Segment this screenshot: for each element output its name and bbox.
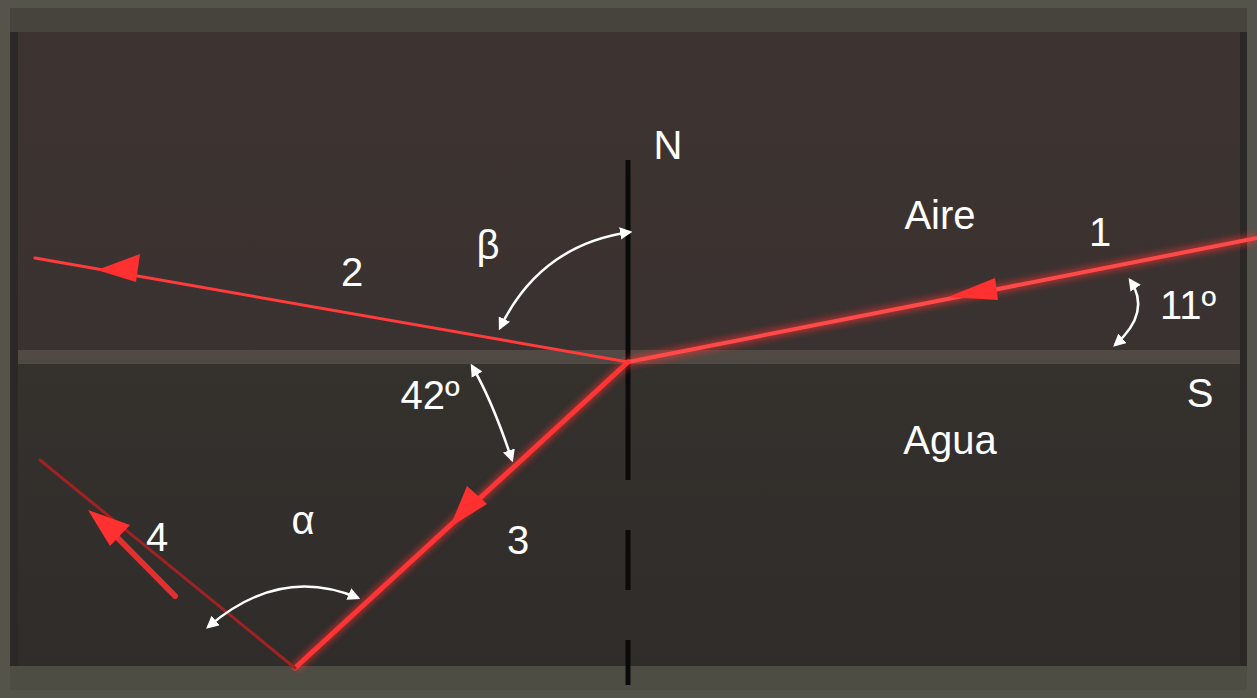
angle-arc bbox=[208, 587, 358, 627]
label: 42º bbox=[400, 375, 459, 415]
incident-ray bbox=[628, 238, 1257, 362]
label: α bbox=[291, 500, 314, 540]
arrowhead bbox=[97, 254, 140, 282]
label: S bbox=[1187, 373, 1214, 413]
label: Agua bbox=[903, 420, 996, 460]
laser-rays bbox=[35, 238, 1257, 668]
laser-glow bbox=[295, 238, 1257, 668]
angle-arc bbox=[1115, 280, 1138, 345]
tank-top bbox=[10, 8, 1247, 32]
reflected-ray-water bbox=[40, 460, 295, 668]
arrowhead bbox=[88, 510, 130, 546]
arrowhead bbox=[948, 278, 998, 300]
label: N bbox=[654, 125, 683, 165]
angle-arc bbox=[472, 366, 512, 460]
normal-line bbox=[626, 160, 631, 685]
arrowhead bbox=[450, 486, 487, 527]
label: 11º bbox=[1160, 285, 1216, 325]
tank-inner bbox=[10, 8, 1247, 690]
label: Aire bbox=[904, 195, 975, 235]
label: 3 bbox=[507, 520, 529, 560]
refracted-ray bbox=[295, 362, 628, 668]
label: 2 bbox=[341, 252, 363, 292]
label: β bbox=[476, 225, 499, 265]
label: 1 bbox=[1089, 212, 1111, 252]
label: 4 bbox=[146, 517, 168, 557]
angle-arcs bbox=[208, 232, 1138, 627]
angle-arc bbox=[500, 232, 630, 328]
ray-arrowheads bbox=[88, 254, 998, 546]
